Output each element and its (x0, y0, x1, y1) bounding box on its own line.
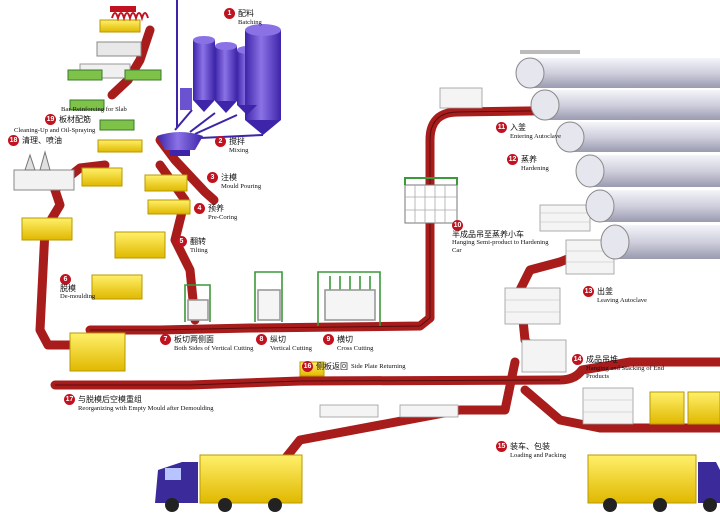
step-cn: 横切 (337, 334, 353, 344)
hanging-car (404, 177, 458, 224)
block-stack-lines (505, 212, 633, 413)
step-cn: 入釜 (510, 122, 526, 132)
truck-left (155, 454, 303, 512)
step-number-badge: 17 (64, 394, 75, 405)
step-number-badge: 11 (496, 122, 507, 133)
step-cn: 纵切 (270, 334, 286, 344)
step-number-badge: 16 (302, 361, 313, 372)
truck-right (587, 454, 720, 512)
step-number-badge: 6 (60, 274, 71, 285)
step-number-badge: 7 (160, 334, 171, 345)
step-en: Cross Cutting (337, 345, 374, 352)
step-en: Vertical Cutting (270, 345, 312, 352)
moulds (21, 167, 191, 372)
step-10-label: 10 半成品吊至蒸养小车 Hanging Semi-product to Har… (452, 220, 552, 255)
rebar-spring-icon (111, 12, 149, 22)
step-cn: 侧板返回 (316, 361, 348, 371)
step-en: Leaving Autoclave (597, 297, 647, 304)
autoclaves (515, 50, 720, 260)
step-number-badge: 5 (176, 236, 187, 247)
step-cn: 出釜 (597, 286, 613, 296)
step-cn: 翻转 (190, 236, 206, 246)
step-en: Side Plate Returning (351, 362, 406, 370)
step-cn: 成品吊堆 (586, 354, 618, 364)
step-number-badge: 3 (207, 172, 218, 183)
step-number-badge: 10 (452, 220, 463, 231)
rebar-frames (67, 6, 162, 153)
step-en: Hanging Semi-product to Hardening Car (452, 239, 549, 254)
step-en: Mould Pouring (221, 183, 262, 190)
step-en: Bar-Reinforcing for Slab (61, 106, 127, 113)
step-number-badge: 18 (8, 135, 19, 146)
step-number-badge: 19 (45, 114, 56, 125)
step-en: Tilting (190, 247, 208, 254)
step-cn: 脱模 (60, 284, 76, 293)
step-en: Entering Autoclave (510, 133, 562, 140)
step-number-badge: 13 (583, 286, 594, 297)
step-cn: 板材配筋 (59, 114, 91, 124)
cutting-frames (184, 271, 381, 326)
block-stacks (319, 87, 634, 425)
step-number-badge: 12 (507, 154, 518, 165)
product-pallets (299, 361, 720, 425)
step-number-badge: 1 (224, 8, 235, 19)
step-cn: 搅拌 (229, 136, 245, 146)
step-6-label: 6 脱模 De-moulding (60, 274, 95, 301)
step-cn: 与脱模后空模重组 (78, 394, 142, 404)
step-cn: 板切两侧面 (174, 334, 214, 344)
step-en: Hanging and Stacking of End Products (586, 365, 665, 380)
step-number-badge: 15 (496, 441, 507, 452)
step-number-badge: 8 (256, 334, 267, 345)
step-number-badge: 9 (323, 334, 334, 345)
step-number-badge: 14 (572, 354, 583, 365)
step-cn: 半成品吊至蒸养小车 (452, 230, 524, 239)
step-en: Batching (238, 19, 262, 26)
step-en: Both Sides of Vertical Cutting (174, 345, 254, 352)
step-en: De-moulding (60, 293, 96, 300)
step-cn: 配料 (238, 8, 254, 18)
step-en: Mixing (229, 147, 249, 154)
step-en: Reorganizing with Empty Mould after Demo… (78, 405, 214, 412)
batching-silos (157, 0, 281, 156)
step-cn: 蒸养 (521, 154, 537, 164)
step-cn: 预养 (208, 203, 224, 213)
step-en: Loading and Packing (510, 452, 567, 459)
step-number-badge: 2 (215, 136, 226, 147)
step-en: Pre-Coring (208, 214, 238, 221)
conveyor-track-rails (55, 109, 601, 386)
step-en: Hardening (521, 165, 549, 172)
cleaning-tanks (13, 150, 75, 191)
step-cn: 清理、喷油 (22, 135, 62, 145)
step-cn: 装车、包装 (510, 441, 550, 451)
step-number-badge: 4 (194, 203, 205, 214)
step-cn: 注模 (221, 172, 237, 182)
step-en: Cleaning-Up and Oil-Spraying (14, 127, 96, 134)
